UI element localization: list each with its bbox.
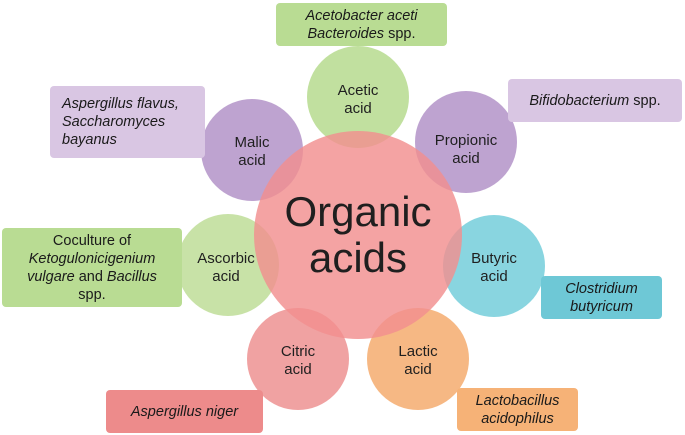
propionic-organism-box: Bifidobacterium spp.	[508, 79, 682, 122]
acetic-organism-genus: Bacteroides	[307, 25, 385, 42]
citric-acid-circle	[247, 308, 349, 410]
butyric-organism-line2: butyricum	[570, 298, 633, 315]
lactic-acid-label-line2: acid	[404, 361, 432, 378]
butyric-acid-label-line2: acid	[480, 268, 508, 285]
citric-acid-label-line2: acid	[284, 361, 312, 378]
propionic-acid-label-line2: acid	[452, 150, 480, 167]
center-label-line2: acids	[309, 234, 407, 281]
lactic-organism-box: Lactobacillus acidophilus	[457, 388, 578, 431]
lactic-organism-line2: acidophilus	[481, 410, 554, 427]
lactic-acid-circle	[367, 308, 469, 410]
ascorbic-organism-box: Coculture of Ketogulonicigenium vulgare …	[2, 228, 182, 307]
butyric-organism-box: Clostridium butyricum	[541, 276, 662, 319]
ascorbic-organism-line1: Coculture of	[52, 232, 132, 249]
butyric-acid-label-line1: Butyric	[471, 250, 517, 267]
ascorbic-acid-label-line2: acid	[212, 268, 240, 285]
acetic-acid-circle	[307, 46, 409, 148]
malic-organism-box: Aspergillus flavus, Saccharomyces bayanu…	[50, 86, 205, 158]
citric-organism-line1: Aspergillus niger	[130, 403, 239, 420]
propionic-acid-label-line1: Propionic	[435, 132, 498, 149]
malic-acid-label-line1: Malic	[234, 134, 270, 151]
butyric-acid-circle	[443, 215, 545, 317]
ascorbic-organism-line2: Ketogulonicigenium	[28, 250, 156, 267]
ascorbic-acid-circle	[177, 214, 279, 316]
center-label-line1: Organic	[284, 188, 431, 235]
acetic-acid-label-line2: acid	[344, 100, 372, 117]
acetic-organism-spp: spp.	[384, 25, 416, 42]
acetic-organism-box: Acetobacter aceti Bacteroides spp.	[276, 3, 447, 46]
malic-organism-line2: Saccharomyces	[62, 114, 166, 130]
malic-organism-line1: Aspergillus flavus,	[62, 96, 179, 112]
organic-acids-center-circle	[254, 131, 462, 339]
ascorbic-organism-bacillus: Bacillus	[106, 268, 157, 285]
propionic-acid-circle	[415, 91, 517, 193]
ascorbic-acid-label-line1: Ascorbic	[197, 250, 255, 267]
lactic-acid-label-line1: Lactic	[398, 343, 438, 360]
ascorbic-organism-species: vulgare	[27, 268, 75, 285]
citric-organism-box: Aspergillus niger	[106, 390, 263, 433]
acetic-organism-line1: Acetobacter aceti	[305, 7, 418, 24]
malic-acid-label-line2: acid	[238, 152, 266, 169]
propionic-organism-genus: Bifidobacterium	[529, 92, 630, 109]
ascorbic-organism-line4: spp.	[78, 286, 106, 303]
lactic-organism-line1: Lactobacillus	[475, 392, 560, 409]
malic-organism-line3: bayanus	[62, 132, 117, 148]
citric-acid-label-line1: Citric	[281, 343, 316, 360]
butyric-organism-line1: Clostridium	[565, 280, 638, 297]
propionic-organism-spp: spp.	[629, 92, 661, 109]
ascorbic-organism-and: and	[74, 268, 107, 285]
acetic-acid-label-line1: Acetic	[338, 82, 379, 99]
